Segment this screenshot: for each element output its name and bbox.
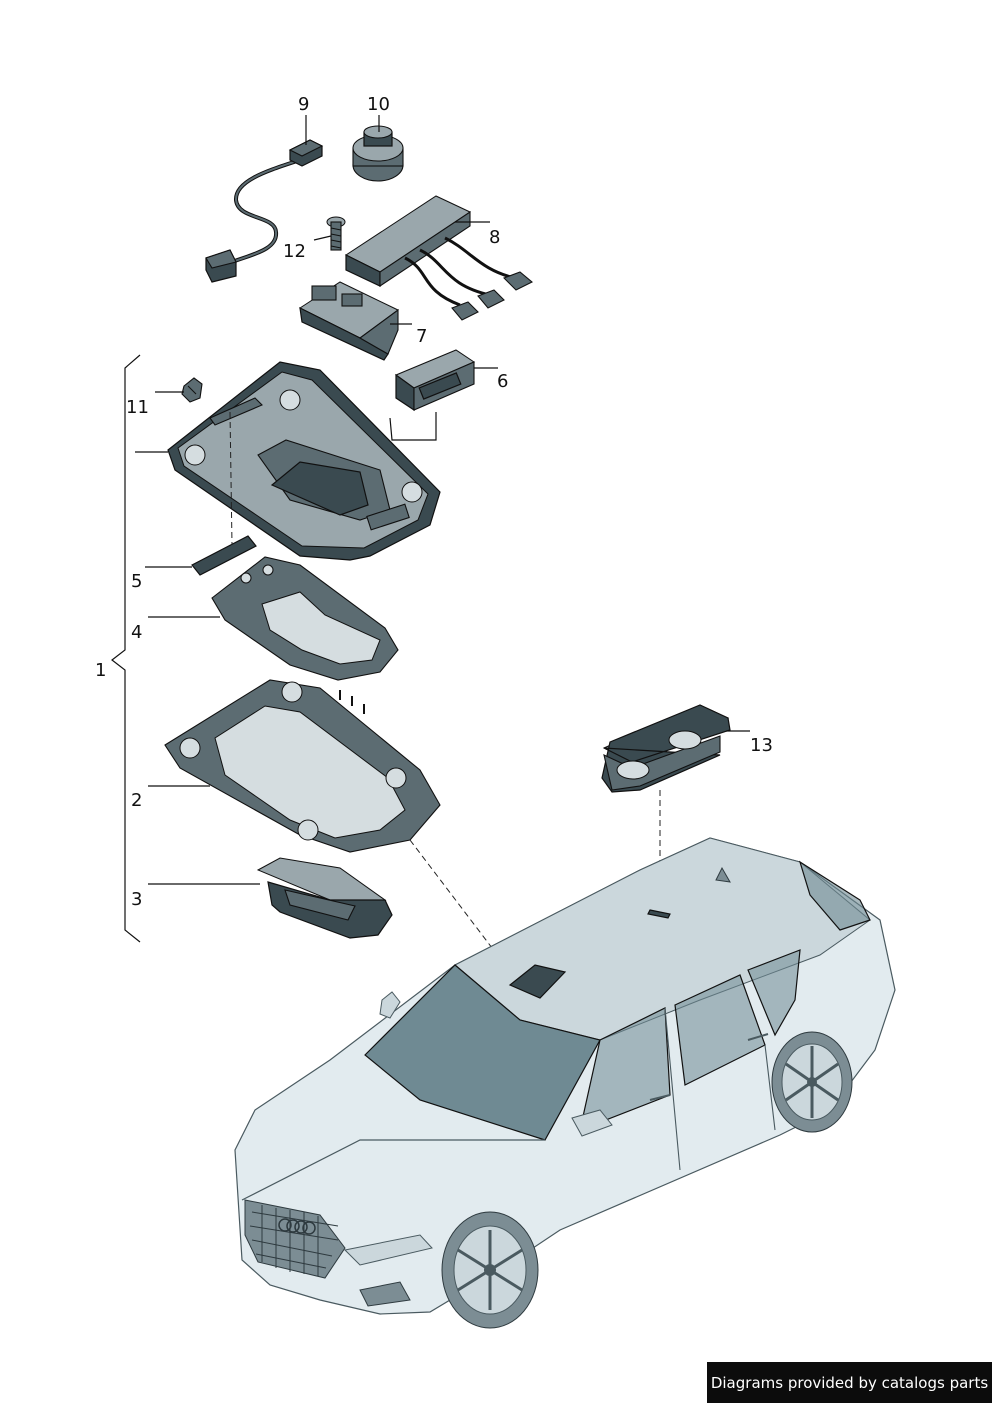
callout-2: 2 <box>131 790 142 811</box>
part-7-switch-module <box>298 281 399 361</box>
callout-7: 7 <box>416 326 427 347</box>
leader-lines <box>135 115 750 885</box>
callout-4: 4 <box>131 622 142 643</box>
grille-mesh <box>249 1205 339 1276</box>
rear-wheel <box>771 1031 853 1133</box>
part-5-lens-strip <box>191 535 257 576</box>
part-4-trim-gasket <box>211 556 399 681</box>
callout-labels: 9 10 8 12 7 6 11 5 4 1 13 2 3 <box>95 94 773 910</box>
callout-3: 3 <box>131 889 142 910</box>
callout-13: 13 <box>750 735 773 756</box>
part-13-reading-light <box>601 704 731 793</box>
callout-1: 1 <box>95 660 106 681</box>
callout-9: 9 <box>298 94 309 115</box>
callout-10: 10 <box>367 94 390 115</box>
callout-12: 12 <box>283 241 306 262</box>
part-9-wiring-harness <box>205 139 324 283</box>
credit-banner: Diagrams provided by catalogs parts <box>707 1362 992 1403</box>
part-12-screw <box>326 216 346 251</box>
part-11-clip <box>181 377 203 403</box>
part-8-control-module <box>344 195 533 321</box>
callout-6: 6 <box>497 371 508 392</box>
part-2-frame <box>164 679 441 853</box>
part-10-round-switch <box>352 125 404 182</box>
callout-11: 11 <box>126 397 149 418</box>
group-1-bracket <box>111 354 141 943</box>
front-wheel <box>441 1211 539 1329</box>
car-illustration <box>234 837 896 1329</box>
callout-8: 8 <box>489 227 500 248</box>
callout-5: 5 <box>131 571 142 592</box>
brand-rings <box>278 1218 316 1235</box>
part-6-switch-panel <box>394 349 476 412</box>
part-1-roof-console-housing <box>167 361 441 561</box>
part-3-cover <box>256 857 393 939</box>
credit-text: Diagrams provided by catalogs parts <box>710 1373 989 1392</box>
